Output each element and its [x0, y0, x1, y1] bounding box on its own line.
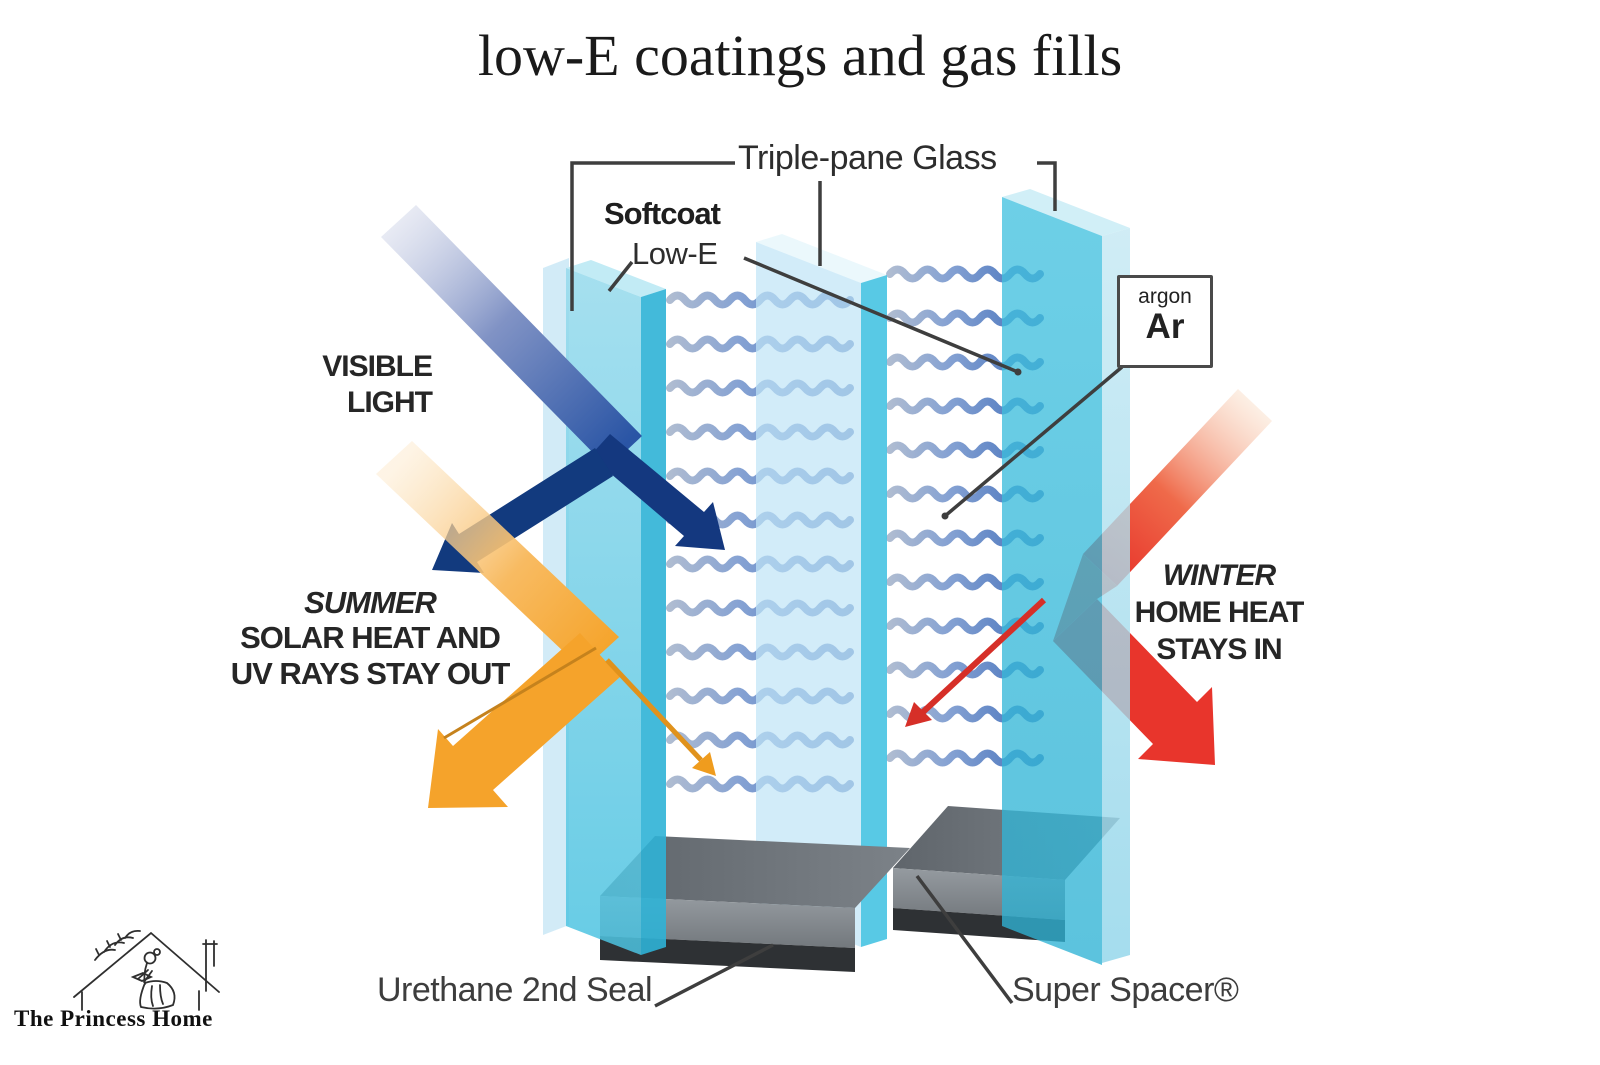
- page-title: low-E coatings and gas fills: [477, 23, 1123, 88]
- urethane-seal-label: Urethane 2nd Seal: [377, 971, 653, 1009]
- superspacer-leader: [915, 874, 1014, 1005]
- visible-light-label: VISIBLE LIGHT: [240, 349, 433, 421]
- summer-heat-transmitted-line: [605, 658, 703, 762]
- summer-line1: SUMMER: [304, 585, 437, 620]
- summer-heat-label: SUMMER SOLAR HEAT AND UV RAYS STAY OUT: [222, 585, 518, 691]
- summer-heat-reflected-arrow: [428, 633, 620, 808]
- argon-label-box: argon Ar: [1117, 275, 1213, 368]
- triple-pane-glass-label: Triple-pane Glass: [738, 139, 997, 177]
- logo-house-drawing: [73, 929, 220, 1011]
- argon-name-label: argon: [1138, 285, 1192, 308]
- visible-light-line2: LIGHT: [347, 386, 433, 419]
- summer-heat-incoming-band: [376, 441, 619, 670]
- urethane-leader: [654, 943, 774, 1008]
- bracket-right: [1037, 161, 1057, 211]
- visible-light-transmitted-arrow: [590, 434, 725, 550]
- low-e-label: Low-E: [632, 236, 718, 271]
- summer-line2: SOLAR HEAT AND: [240, 620, 501, 656]
- winter-line2: HOME HEAT: [1134, 596, 1305, 630]
- summer-heat-arrow-group: [376, 441, 716, 808]
- summer-line3: UV RAYS STAY OUT: [230, 655, 511, 691]
- summer-heat-transmitted-head: [692, 752, 716, 776]
- bracket-left: [570, 161, 735, 311]
- glass-pane-middle: [756, 234, 887, 947]
- softcoat-label: Softcoat: [604, 196, 721, 231]
- lowe-leader: [743, 256, 1019, 374]
- super-spacer-label: Super Spacer®: [1012, 971, 1239, 1009]
- visible-light-incoming-band: [381, 205, 642, 468]
- winter-heat-transmitted-arrow: [905, 597, 1047, 727]
- argon-leader: [943, 365, 1124, 518]
- glass-pane-inner: [1002, 189, 1130, 965]
- winter-line1: WINTER: [1162, 559, 1276, 592]
- label-leader-lines: [570, 161, 1124, 1008]
- winter-line3: STAYS IN: [1156, 633, 1282, 667]
- winter-heat-incoming-band: [1083, 389, 1272, 586]
- visible-light-line1: VISIBLE: [322, 350, 433, 383]
- logo-text: The Princess Home: [14, 1006, 213, 1031]
- winter-heat-label: WINTER HOME HEAT STAYS IN: [1125, 557, 1313, 669]
- lowe-tick: [607, 260, 634, 293]
- argon-symbol-label: Ar: [1145, 307, 1185, 346]
